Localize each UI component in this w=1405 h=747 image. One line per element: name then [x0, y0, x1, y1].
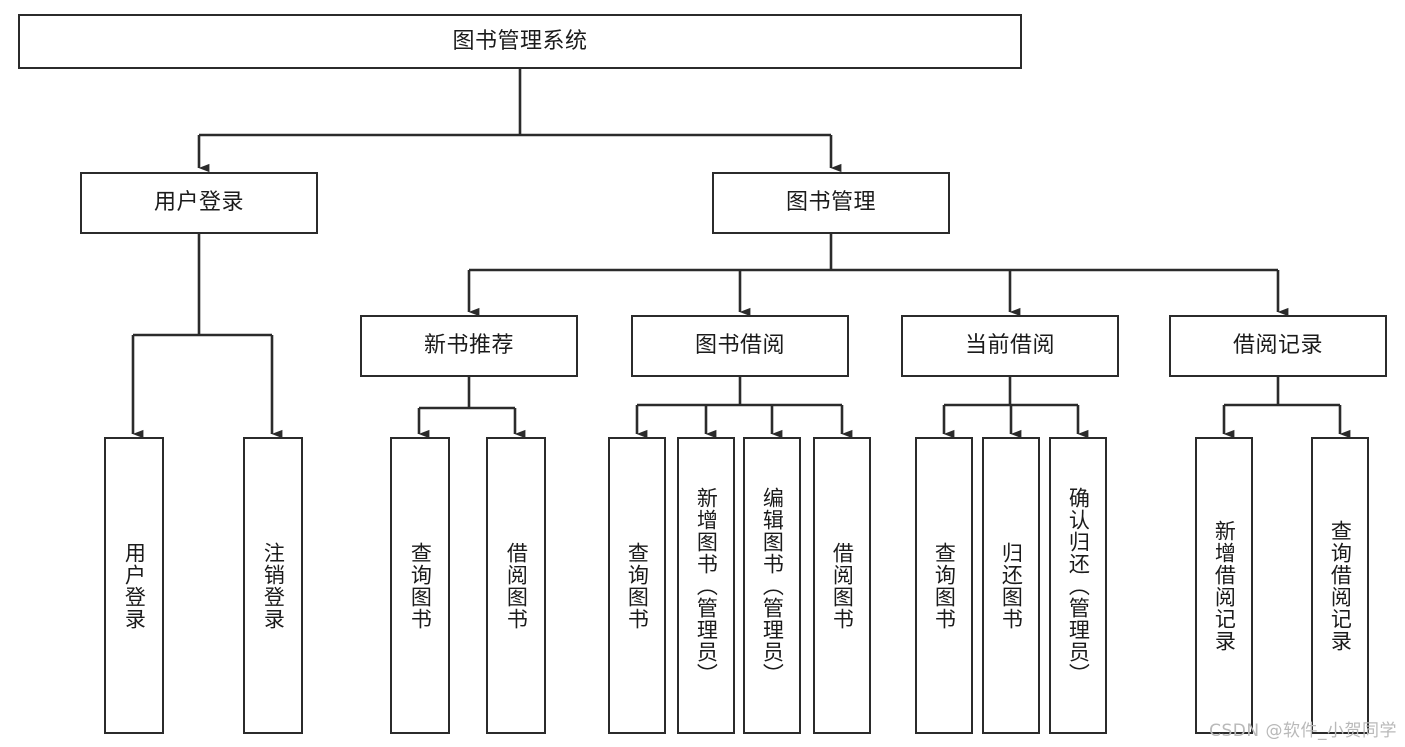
node-leaf-query-book-recommend[interactable]: 查询图书 — [390, 437, 450, 734]
node-label: 图书管理 — [785, 190, 876, 216]
node-label: 借阅记录 — [1232, 333, 1323, 359]
node-leaf-user-login[interactable]: 用户登录 — [104, 437, 164, 734]
node-label: 注销登录 — [261, 541, 286, 630]
node-leaf-borrow-book[interactable]: 借阅图书 — [813, 437, 871, 734]
node-book-borrowing[interactable]: 图书借阅 — [631, 315, 849, 377]
node-leaf-query-book-borrow[interactable]: 查询图书 — [608, 437, 666, 734]
node-leaf-query-book-current[interactable]: 查询图书 — [915, 437, 973, 734]
node-label: 查询图书 — [408, 541, 433, 630]
node-borrowing-record[interactable]: 借阅记录 — [1169, 315, 1387, 377]
node-leaf-add-book-admin[interactable]: 新增图书（管理员） — [677, 437, 735, 734]
node-leaf-edit-book-admin[interactable]: 编辑图书（管理员） — [743, 437, 801, 734]
node-label: 新增图书（管理员） — [694, 486, 719, 685]
node-leaf-add-borrow-record[interactable]: 新增借阅记录 — [1195, 437, 1253, 734]
node-current-borrowing[interactable]: 当前借阅 — [901, 315, 1119, 377]
node-label: 用户登录 — [153, 190, 244, 216]
node-label: 查询图书 — [932, 541, 957, 630]
node-leaf-query-borrow-record[interactable]: 查询借阅记录 — [1311, 437, 1369, 734]
node-label: 当前借阅 — [964, 333, 1055, 359]
node-label: 新增借阅记录 — [1212, 519, 1237, 652]
node-user-login[interactable]: 用户登录 — [80, 172, 318, 234]
node-leaf-return-book[interactable]: 归还图书 — [982, 437, 1040, 734]
node-label: 查询借阅记录 — [1328, 519, 1353, 652]
node-root-book-management-system[interactable]: 图书管理系统 — [18, 14, 1022, 69]
node-label: 图书管理系统 — [452, 28, 588, 54]
node-label: 新书推荐 — [423, 333, 514, 359]
node-label: 图书借阅 — [694, 333, 785, 359]
node-label: 查询图书 — [625, 541, 650, 630]
node-label: 借阅图书 — [830, 541, 855, 630]
node-label: 用户登录 — [122, 541, 147, 630]
node-leaf-confirm-return-admin[interactable]: 确认归还（管理员） — [1049, 437, 1107, 734]
node-leaf-logout[interactable]: 注销登录 — [243, 437, 303, 734]
node-label: 借阅图书 — [504, 541, 529, 630]
node-new-book-recommendation[interactable]: 新书推荐 — [360, 315, 578, 377]
node-label: 确认归还（管理员） — [1066, 486, 1091, 685]
node-leaf-borrow-book-recommend[interactable]: 借阅图书 — [486, 437, 546, 734]
csdn-watermark: CSDN @软件_小贺同学 — [1209, 721, 1397, 741]
node-label: 编辑图书（管理员） — [760, 486, 785, 685]
node-book-management[interactable]: 图书管理 — [712, 172, 950, 234]
node-label: 归还图书 — [999, 541, 1024, 630]
